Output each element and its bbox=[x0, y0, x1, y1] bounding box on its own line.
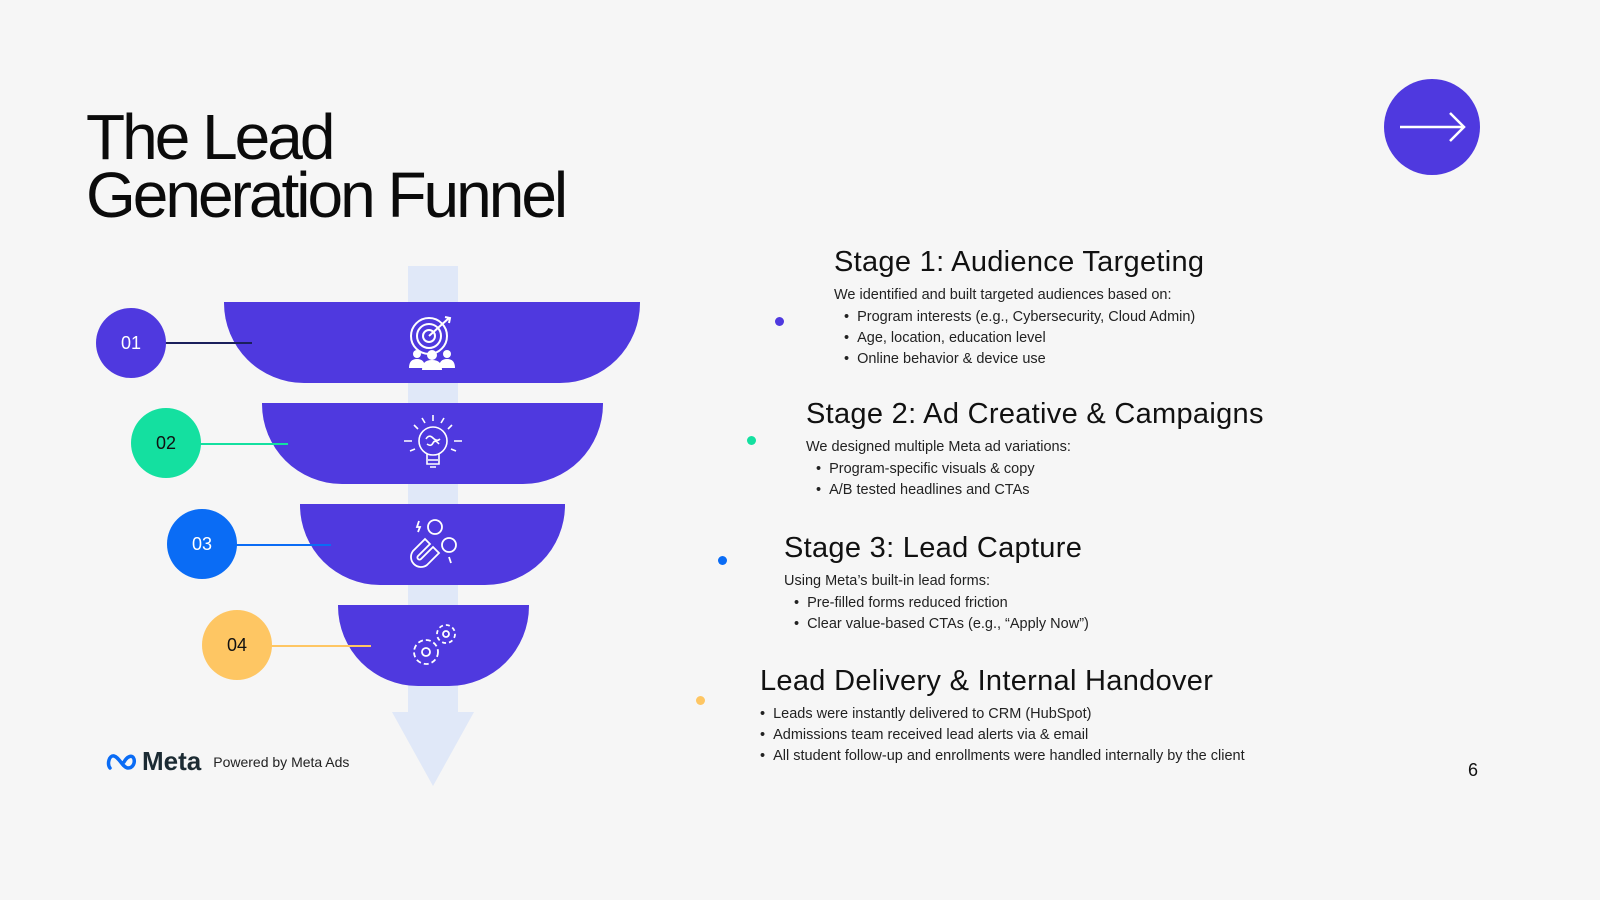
funnel-segment-1 bbox=[224, 302, 640, 383]
arrow-right-icon bbox=[1400, 112, 1466, 142]
title-line-1: The Lead bbox=[86, 101, 335, 173]
target-audience-icon bbox=[409, 315, 455, 370]
meta-logo-text: Meta bbox=[142, 746, 202, 776]
stage-bullet: Program interests (e.g., Cybersecurity, … bbox=[834, 309, 1204, 325]
meta-logo-icon bbox=[106, 753, 136, 770]
next-slide-button[interactable] bbox=[1384, 79, 1480, 175]
stage-title: Stage 2: Ad Creative & Campaigns bbox=[806, 398, 1264, 430]
stage-bullet: All student follow-up and enrollments we… bbox=[750, 748, 1245, 764]
stage-1: Stage 1: Audience Targeting We identifie… bbox=[834, 246, 1204, 372]
stage-intro: We identified and built targeted audienc… bbox=[834, 287, 1172, 303]
stage-intro: We designed multiple Meta ad variations: bbox=[806, 439, 1071, 455]
connector-line-4 bbox=[266, 645, 371, 647]
connector-line-3 bbox=[231, 544, 331, 546]
stage-title: Stage 1: Audience Targeting bbox=[834, 246, 1205, 278]
connector-line-1 bbox=[160, 342, 252, 344]
step-number-4: 04 bbox=[202, 610, 272, 680]
stage-bullet: Online behavior & device use bbox=[834, 351, 1204, 367]
connector-line-2 bbox=[196, 443, 288, 445]
stage-bullet: A/B tested headlines and CTAs bbox=[806, 482, 1264, 498]
page-number: 6 bbox=[1468, 760, 1479, 780]
stage-title: Lead Delivery & Internal Handover bbox=[760, 665, 1214, 697]
stage-intro: Using Meta’s built-in lead forms: bbox=[784, 573, 991, 589]
stage-title: Stage 3: Lead Capture bbox=[784, 532, 1083, 564]
stage-bullet: Admissions team received lead alerts via… bbox=[750, 727, 1245, 743]
funnel-arrow-head bbox=[392, 712, 474, 786]
step-number-3: 03 bbox=[167, 509, 237, 579]
stage-bullet: Program-specific visuals & copy bbox=[806, 461, 1264, 477]
stage-dot-3 bbox=[718, 556, 727, 565]
stage-bullet: Age, location, education level bbox=[834, 330, 1204, 346]
page-title: The Lead Generation Funnel bbox=[86, 101, 568, 231]
lightbulb-brain-icon bbox=[403, 414, 462, 468]
stage-2: Stage 2: Ad Creative & Campaigns We desi… bbox=[806, 398, 1264, 503]
powered-by-text: Powered by Meta Ads bbox=[213, 753, 350, 770]
step-number-2: 02 bbox=[131, 408, 201, 478]
stage-4: Lead Delivery & Internal Handover Leads … bbox=[760, 665, 1245, 769]
stage-3: Stage 3: Lead Capture Using Meta’s built… bbox=[784, 532, 1089, 637]
funnel-segment-3 bbox=[300, 504, 565, 585]
stage-dot-2 bbox=[747, 436, 756, 445]
meta-branding: Meta Powered by Meta Ads bbox=[106, 746, 349, 777]
stage-dot-4 bbox=[696, 696, 705, 705]
stage-bullet: Leads were instantly delivered to CRM (H… bbox=[750, 706, 1245, 722]
stage-bullet: Clear value-based CTAs (e.g., “Apply Now… bbox=[784, 616, 1089, 632]
magnet-users-icon bbox=[409, 518, 457, 568]
gears-icon bbox=[412, 623, 456, 665]
title-line-2: Generation Funnel bbox=[86, 159, 568, 231]
step-number-1: 01 bbox=[96, 308, 166, 378]
stage-dot-1 bbox=[775, 317, 784, 326]
stage-bullet: Pre-filled forms reduced friction bbox=[784, 595, 1089, 611]
funnel-segment-2 bbox=[262, 403, 603, 484]
